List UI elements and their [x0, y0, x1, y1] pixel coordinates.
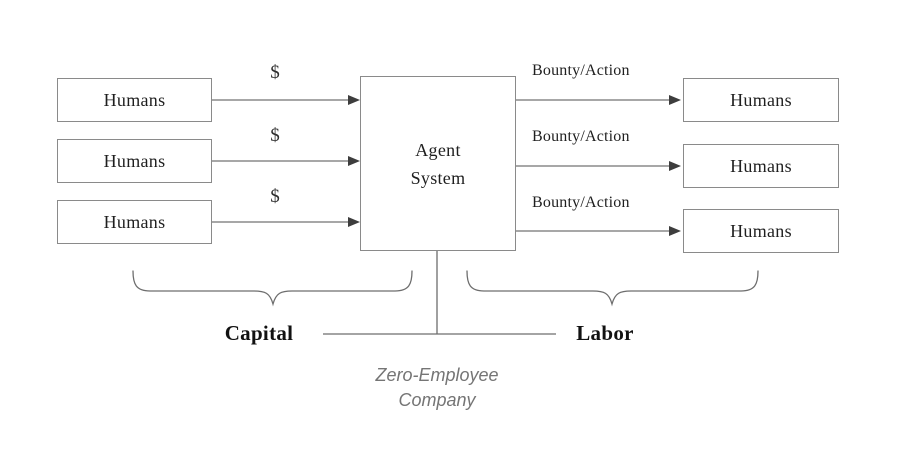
company-caption: Zero-Employee Company: [375, 365, 499, 410]
investor-humans-box-3: Humans: [57, 200, 212, 244]
humans-label: Humans: [730, 155, 792, 176]
investor-humans-box-2: Humans: [57, 139, 212, 183]
bounty-action-label-2: Bounty/Action: [532, 128, 630, 145]
agent-system-box: Agent System: [360, 76, 516, 251]
agent-system-label: Agent System: [410, 139, 466, 188]
dollar-label-1: $: [270, 62, 280, 83]
labor-arrow-1: [516, 95, 681, 105]
dollar-label-2: $: [270, 125, 280, 146]
humans-label: Humans: [103, 89, 166, 110]
labor-label: Labor: [576, 321, 634, 345]
company-connector-line: [323, 251, 556, 335]
worker-humans-box-3: Humans: [683, 209, 839, 253]
dollar-label-3: $: [270, 186, 280, 207]
labor-brace: [466, 270, 759, 307]
humans-label: Humans: [103, 211, 166, 232]
capital-arrow-2: [212, 156, 360, 166]
humans-label: Humans: [103, 150, 166, 171]
capital-label: Capital: [224, 321, 294, 345]
humans-label: Humans: [730, 89, 792, 110]
investor-humans-box-1: Humans: [57, 78, 212, 122]
capital-arrow-1: [212, 95, 360, 105]
labor-arrow-3: [516, 226, 681, 236]
bounty-action-label-1: Bounty/Action: [532, 62, 630, 79]
worker-humans-box-2: Humans: [683, 144, 839, 188]
humans-label: Humans: [730, 220, 792, 241]
worker-humans-box-1: Humans: [683, 78, 839, 122]
bounty-action-label-3: Bounty/Action: [532, 194, 630, 211]
capital-arrow-3: [212, 217, 360, 227]
labor-arrow-2: [516, 161, 681, 171]
capital-brace: [132, 270, 413, 307]
